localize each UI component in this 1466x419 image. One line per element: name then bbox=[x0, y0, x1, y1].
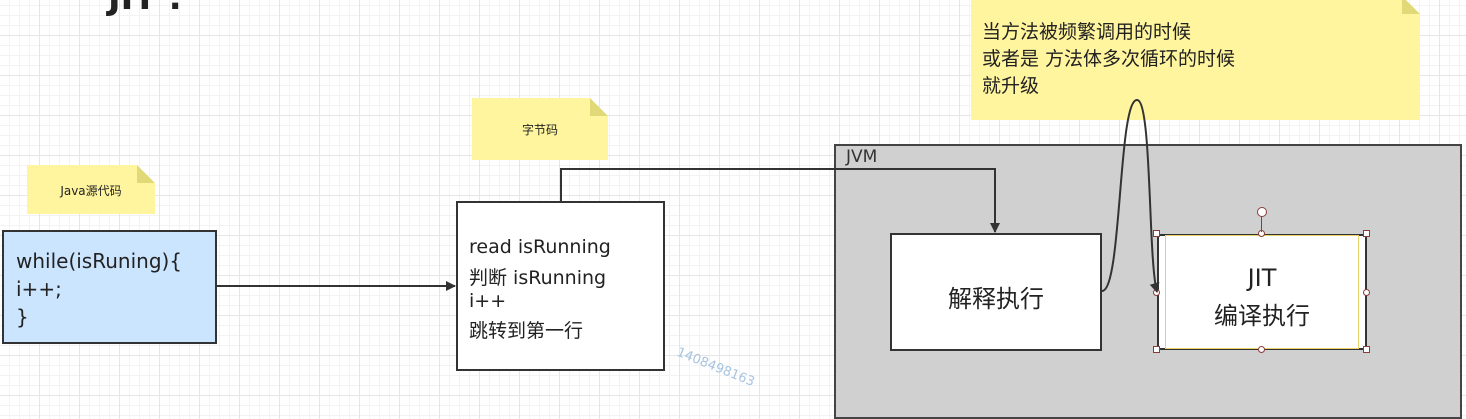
resize-handle-right[interactable] bbox=[1363, 289, 1370, 296]
java-code-box[interactable]: while(isRuning){ i++; } bbox=[2, 230, 217, 344]
jit-trigger-line-2: 或者是 方法体多次循环的时候 bbox=[982, 48, 1236, 70]
bytecode-note-text: 字节码 bbox=[521, 123, 558, 137]
jit-label-line-1: JIT bbox=[1247, 264, 1277, 292]
rotate-handle[interactable] bbox=[1257, 207, 1267, 217]
resize-handle-bottom-left[interactable] bbox=[1153, 346, 1160, 353]
connectors-layer bbox=[217, 98, 1160, 293]
bytecode-box[interactable]: read isRunning 判断 isRunning i++ 跳转到第一行 bbox=[456, 201, 665, 371]
code-line-3: } bbox=[16, 305, 29, 329]
bytecode-line-2: 判断 isRunning bbox=[469, 267, 607, 289]
bytecode-to-interpret-arrow[interactable] bbox=[560, 168, 1000, 233]
diagram-heading: JIT : bbox=[108, 0, 182, 18]
resize-handle-bottom-right[interactable] bbox=[1363, 346, 1370, 353]
interpret-box[interactable]: 解释执行 bbox=[890, 233, 1102, 351]
java-source-note-text: Java源代码 bbox=[60, 184, 122, 198]
rotate-handle-stem bbox=[1261, 216, 1262, 232]
bytecode-line-1: read isRunning bbox=[469, 236, 611, 258]
jit-trigger-line-3: 就升级 bbox=[982, 75, 1040, 97]
java-source-note[interactable]: Java源代码 bbox=[27, 165, 155, 214]
jit-trigger-note[interactable]: 当方法被频繁调用的时候 或者是 方法体多次循环的时候 就升级 bbox=[971, 0, 1420, 120]
resize-handle-top-right[interactable] bbox=[1363, 230, 1370, 237]
code-line-2: i++; bbox=[16, 277, 62, 301]
bytecode-note[interactable]: 字节码 bbox=[472, 98, 608, 160]
interpret-to-jit-arrow[interactable] bbox=[1101, 98, 1160, 293]
jit-label-line-2: 编译执行 bbox=[1214, 302, 1310, 330]
resize-handle-bottom[interactable] bbox=[1258, 346, 1265, 353]
jvm-label: JVM bbox=[846, 147, 878, 167]
jit-trigger-line-1: 当方法被频繁调用的时候 bbox=[982, 21, 1192, 43]
interpret-label: 解释执行 bbox=[948, 285, 1044, 313]
resize-handle-top-left[interactable] bbox=[1153, 230, 1160, 237]
bytecode-line-4: 跳转到第一行 bbox=[469, 320, 584, 342]
code-line-1: while(isRuning){ bbox=[16, 249, 183, 273]
bytecode-line-3: i++ bbox=[469, 290, 507, 312]
